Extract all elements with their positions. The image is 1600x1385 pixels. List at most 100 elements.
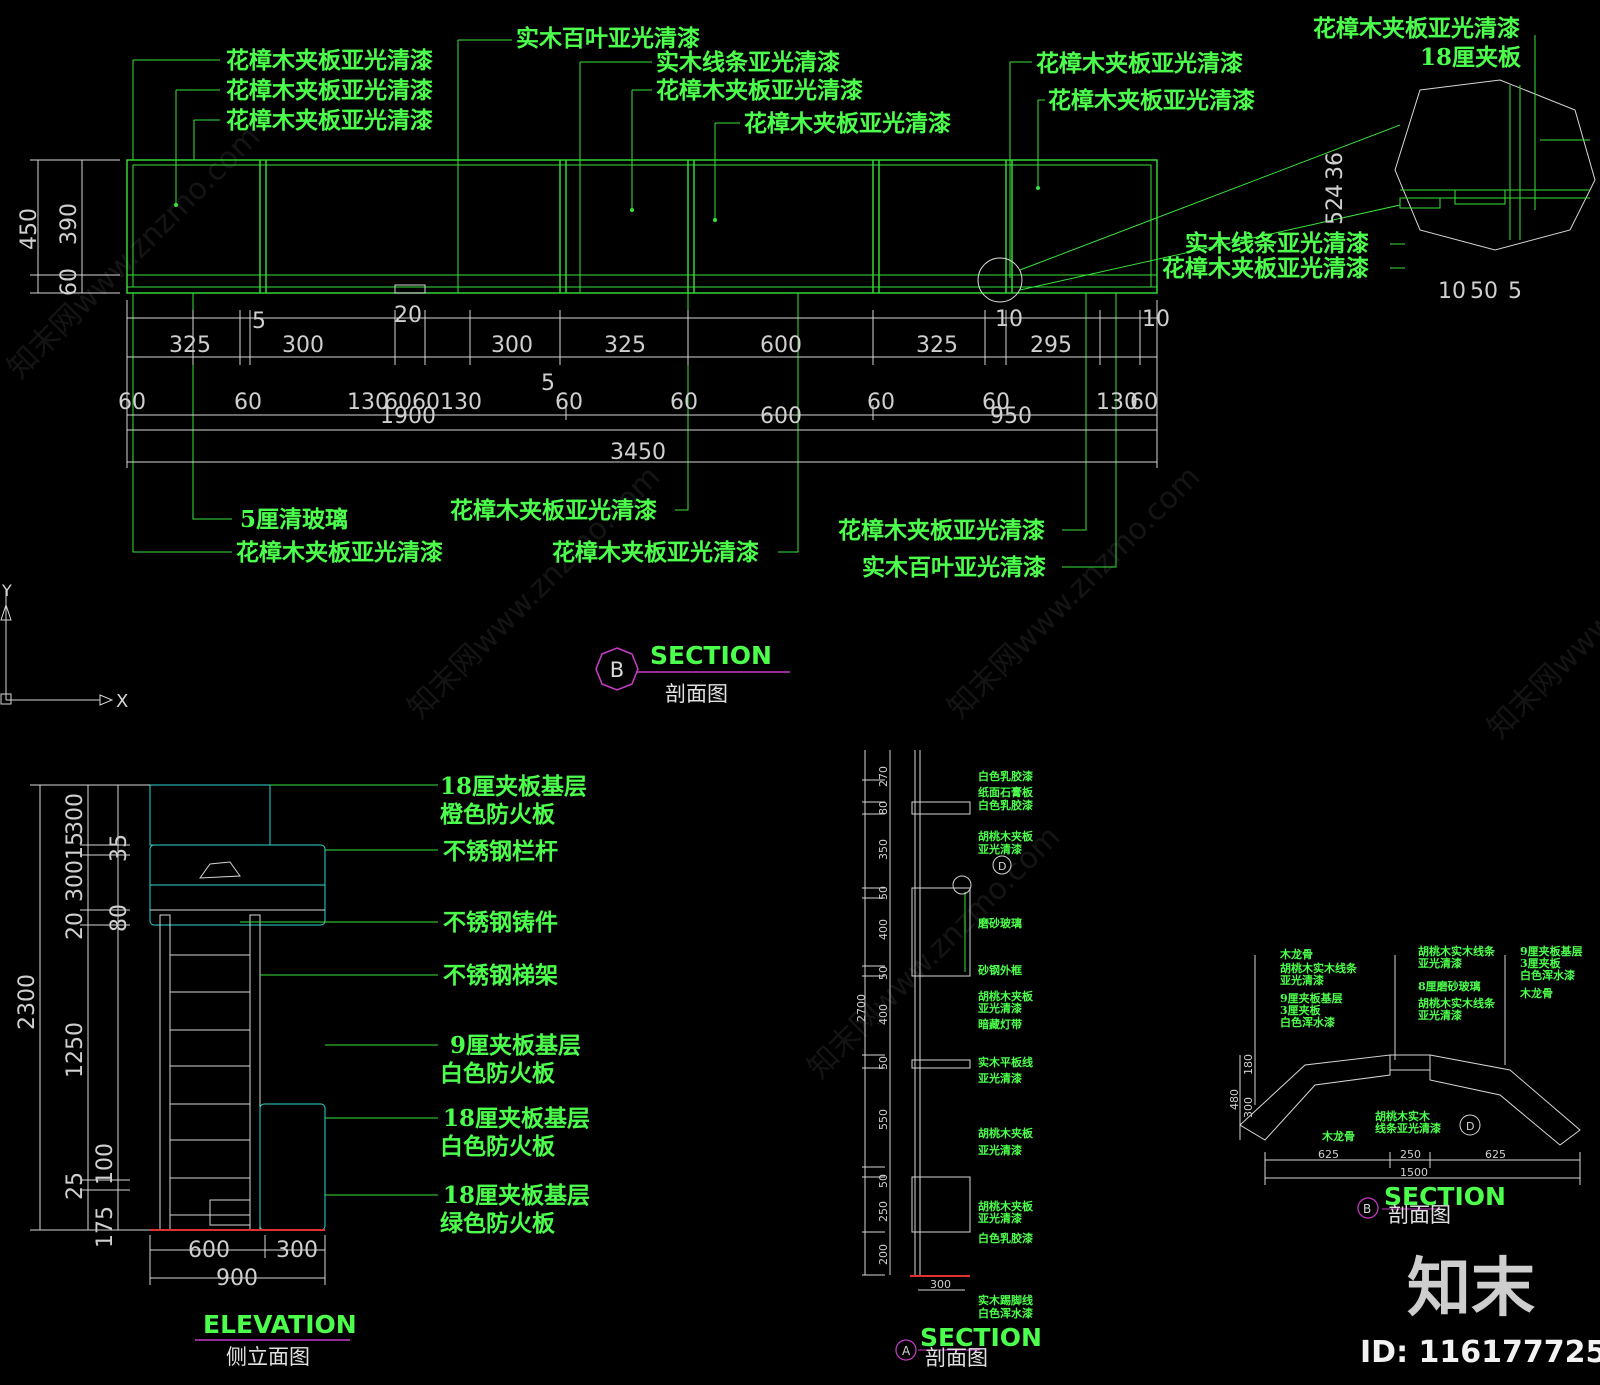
elevation-drawing [30,784,438,1285]
svg-text:亚光清漆: 亚光清漆 [1280,973,1324,987]
elevation-subtitle: 侧立面图 [226,1345,310,1369]
dim: 60 [555,390,583,415]
svg-text:胡桃木夹板: 胡桃木夹板 [978,829,1034,843]
section-marker [595,647,639,691]
dim: 130 [440,390,482,415]
svg-text:白色乳胶漆: 白色乳胶漆 [978,769,1033,783]
svg-text:白色浑水漆: 白色浑水漆 [978,1306,1033,1320]
svg-text:胡桃木实木线条: 胡桃木实木线条 [1418,944,1496,958]
dim: 5 [1508,279,1522,304]
svg-text:300: 300 [276,1238,318,1263]
label: 花樟木夹板亚光清漆 [226,107,433,134]
dim: 325 [169,333,211,358]
svg-text:亚光清漆: 亚光清漆 [978,1071,1022,1085]
svg-text:D: D [998,860,1006,873]
section-subtitle: 剖面图 [665,682,728,706]
svg-text:625: 625 [1318,1148,1339,1161]
svg-text:50: 50 [877,1056,890,1070]
svg-text:胡桃木实木线条: 胡桃木实木线条 [1418,996,1496,1010]
watermark: 知末网www.znzmo.com [1481,479,1600,745]
svg-text:线条亚光清漆: 线条亚光清漆 [1375,1121,1441,1135]
label: 不锈钢梯架 [443,962,558,989]
label: 花樟木夹板亚光清漆 [1313,15,1520,42]
label: 白色防火板 [440,1060,556,1087]
svg-text:亚光清漆: 亚光清漆 [1418,1008,1462,1022]
label: 不锈钢栏杆 [443,838,558,865]
section-b-small-title: B SECTION 剖面图 [1357,1182,1506,1227]
ucs-x: X [116,691,128,712]
dim: 600 [760,404,802,429]
dim: 1900 [380,404,436,429]
label: 18厘夹板基层 [440,773,587,800]
svg-text:B: B [1363,1202,1371,1216]
svg-text:2700: 2700 [855,994,868,1022]
svg-text:250: 250 [1400,1148,1421,1161]
svg-text:3厘夹板: 3厘夹板 [1280,1003,1322,1017]
svg-text:9厘夹板基层: 9厘夹板基层 [1280,991,1343,1005]
svg-text:亚光清漆: 亚光清漆 [978,1001,1022,1015]
svg-text:2300: 2300 [15,974,40,1030]
dim: 10 [1142,307,1170,332]
label: 5厘清玻璃 [240,506,348,533]
svg-text:白色浑水漆: 白色浑水漆 [1520,968,1575,982]
dim: 60 [412,390,440,415]
svg-text:胡桃木实木线条: 胡桃木实木线条 [1280,961,1358,975]
svg-text:550: 550 [877,1109,890,1130]
label: 不锈钢铸件 [443,909,558,936]
svg-text:SECTION: SECTION [1384,1182,1506,1211]
section-a-labels: 白色乳胶漆 纸面石膏板 白色乳胶漆 胡桃木夹板 亚光清漆 磨砂玻璃 砂钢外框 胡… [977,769,1034,1320]
dim: 325 [604,333,646,358]
label: 9厘夹板基层 [450,1032,581,1059]
dim: 10 [1438,279,1466,304]
svg-text:50: 50 [877,966,890,980]
svg-text:白色浑水漆: 白色浑水漆 [1280,1015,1335,1029]
label: 花樟木夹板亚光清漆 [838,517,1045,544]
svg-text:480: 480 [1228,1089,1241,1110]
label: 花樟木夹板亚光清漆 [656,77,863,104]
section-a-drawing: D [862,750,1012,1291]
dim: 60 [670,390,698,415]
section-b-title: B SECTION 剖面图 [595,641,790,706]
svg-text:木龙骨: 木龙骨 [1279,947,1313,961]
watermark: 知末网www.znzmo.com [941,459,1207,725]
svg-text:175: 175 [93,1206,118,1248]
svg-text:剖面图: 剖面图 [925,1346,988,1370]
section-b-labels: 花樟木夹板亚光清漆 花樟木夹板亚光清漆 花樟木夹板亚光清漆 实木百叶亚光清漆 实… [226,15,1522,581]
svg-text:80: 80 [107,904,132,932]
svg-text:50: 50 [877,1174,890,1188]
dim: 50 [1470,279,1498,304]
svg-text:实木平板线: 实木平板线 [978,1055,1033,1069]
section-b-small-drawing: D [1239,955,1581,1185]
section-b-dims: 450 390 60 52 4 36 10 50 5 5 20 10 10 32… [17,152,1522,465]
svg-text:300: 300 [1242,1097,1255,1118]
brand-logo: 知末 [1407,1252,1535,1326]
svg-text:8厘磨砂玻璃: 8厘磨砂玻璃 [1418,979,1481,993]
svg-text:900: 900 [216,1266,258,1291]
brand-id: ID: 1161777252 [1360,1335,1600,1370]
svg-text:300: 300 [63,860,88,902]
svg-text:D: D [1466,1120,1474,1133]
dim: 450 [17,208,42,250]
dim: 10 [995,307,1023,332]
label: 花樟木夹板亚光清漆 [450,497,657,524]
label: 花樟木夹板亚光清漆 [236,539,443,566]
svg-text:砂钢外框: 砂钢外框 [978,963,1022,977]
dim: 60 [384,390,412,415]
cabinet-outline [126,159,1158,294]
dim: 600 [760,333,802,358]
svg-text:胡桃木实木: 胡桃木实木 [1375,1109,1431,1123]
dim: 3450 [610,440,666,465]
svg-text:600: 600 [188,1238,230,1263]
dim: 300 [282,333,324,358]
ucs-y: Y [1,581,12,600]
svg-text:1250: 1250 [63,1022,88,1078]
svg-text:400: 400 [877,919,890,940]
svg-text:实木踢脚线: 实木踢脚线 [978,1293,1033,1307]
dim: 5 [252,309,266,334]
label: 白色防火板 [440,1133,556,1160]
section-title: SECTION [650,641,772,670]
svg-text:亚光清漆: 亚光清漆 [978,1143,1022,1157]
svg-text:胡桃木夹板: 胡桃木夹板 [978,1126,1034,1140]
label: 18厘夹板基层 [443,1105,590,1132]
